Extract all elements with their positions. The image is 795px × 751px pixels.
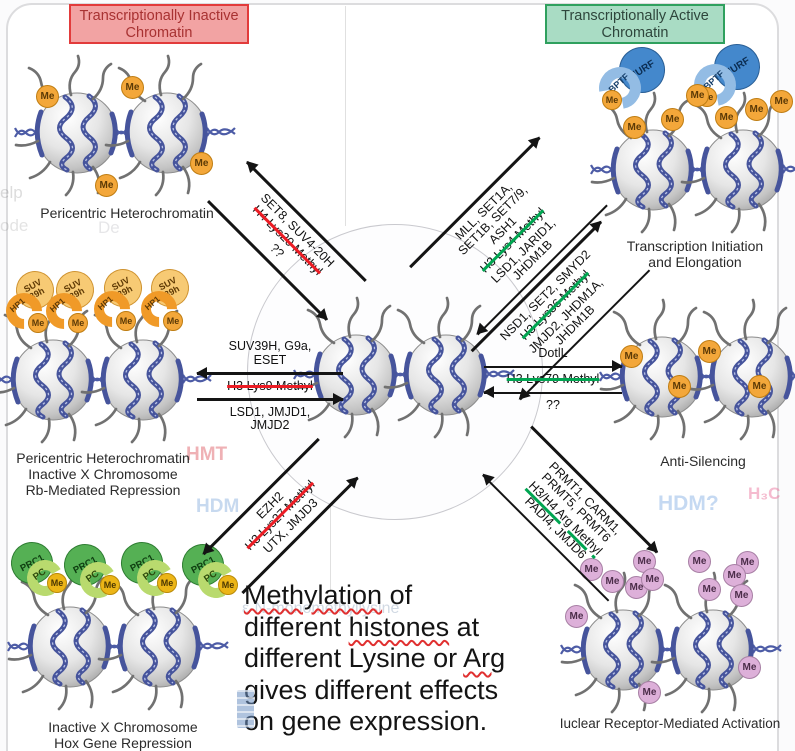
me-badge: Me (638, 681, 661, 704)
methyl-mark: H3 Lys9 Methyl (227, 378, 313, 393)
me-badge: Me (36, 85, 59, 108)
me-badge: Me (620, 345, 643, 368)
me-badge: Me (68, 313, 88, 333)
arrow-to-center (483, 387, 622, 398)
watermark-text: elp (0, 183, 23, 202)
me-badge: Me (100, 575, 120, 595)
eraser-enzymes: LSD1, JMJD1, JMJD2 (229, 404, 311, 433)
me-badge: Me (190, 152, 213, 175)
me-badge: Me (641, 568, 664, 591)
caption-textbox: Methylation of different histones at dif… (244, 580, 564, 738)
caption-word: different (244, 611, 349, 642)
inactive-chromatin-box: Transcriptionally Inactive Chromatin (69, 4, 249, 44)
me-badge: Me (163, 311, 183, 331)
watermark-text: De (98, 218, 120, 237)
pathway-h3-lys9: SUV39H, G9a, ESET H3 Lys9 Methyl LSD1, J… (196, 339, 344, 433)
watermark-hdm: HDM (196, 496, 240, 517)
me-badge: Me (715, 106, 738, 129)
caption-word: histones (348, 611, 450, 642)
caption-line: gives different effects (244, 674, 499, 705)
me-badge: Me (116, 311, 136, 331)
me-badge: Me (121, 76, 144, 99)
watermark-lysine: ε-N-monomethyllysine (242, 600, 400, 617)
nucleosome-pair (15, 48, 235, 218)
suv39h-hp1-complex: SUV 39h HP1 Me (133, 262, 197, 335)
caption-word: different Lysine or (244, 643, 464, 673)
caption-line: different histones at (244, 612, 564, 644)
me-badge: Me (157, 573, 177, 593)
me-badge: Me (668, 375, 691, 398)
caption-word: of (382, 580, 413, 610)
suv39h-hp1-complex: SUV 39h HP1 Me (0, 264, 62, 337)
eraser-enzymes: ?? (546, 398, 560, 413)
caption-word: Methylation (244, 580, 383, 610)
faint-bond-line (330, 462, 331, 590)
blue-selection-artifact (237, 690, 254, 728)
me-badge: Me (661, 108, 684, 131)
me-badge: Me (602, 90, 622, 110)
me-badge: Me (95, 174, 118, 197)
nurf-bptf-complex: NURF BPTF Me (590, 38, 674, 118)
me-badge: Me (745, 98, 768, 121)
pathway-h3-lys79: DotlL H3 Lys79 Methyl ?? (483, 346, 623, 413)
cluster-label-nuclear-receptor: Iuclear Receptor-Mediated Activation (559, 716, 781, 731)
watermark-hdm: HDM? (658, 492, 719, 515)
writer-enzymes: DotlL (538, 346, 568, 360)
cluster-label-inactive-x: Pericentric Heterochromatin Inactive X C… (16, 450, 190, 498)
watermark-text: ode (0, 216, 29, 235)
me-badge: Me (218, 575, 238, 595)
me-badge: Me (698, 340, 721, 363)
me-badge: Me (738, 656, 761, 679)
prc1-pc-complex: PRC1 PC Me (3, 534, 69, 602)
faint-bond-line (345, 6, 346, 226)
writer-enzymes: SUV39H, G9a, ESET (228, 339, 312, 367)
me-badge: Me (565, 605, 588, 628)
suv39h-hp1-complex: SUV 39h HP1 Me (38, 264, 102, 337)
me-badge: Me (47, 573, 67, 593)
active-chromatin-box: Transcriptionally Active Chromatin (545, 4, 725, 44)
prc1-pc-complex: PRC1 PC Me (113, 534, 179, 602)
me-badge: Me (730, 584, 753, 607)
cluster-label-pericentric: Pericentric Heterochromatin (40, 205, 214, 221)
cluster-label-hox: Inactive X Chromosome Hox Gene Repressio… (48, 719, 198, 751)
methyl-mark: H3 Lys79 Methyl (506, 372, 600, 387)
prc1-pc-complex: PRC1 PC Me (56, 536, 122, 604)
caption-line: different Lysine or Arg (244, 643, 564, 675)
me-badge: Me (770, 90, 793, 113)
watermark-hmt: HMT (186, 444, 228, 465)
arrow-to-active (484, 361, 623, 372)
caption-line: on gene expression. (244, 706, 488, 736)
watermark-h3c: H₃C (748, 484, 781, 503)
caption-word: at (449, 611, 480, 642)
me-badge: Me (623, 116, 646, 139)
prc1-pc-complex: PRC1 PC Me (174, 536, 240, 604)
cluster-label-anti-silencing: Anti-Silencing (660, 453, 746, 469)
arrow-to-inactive (196, 367, 343, 378)
me-badge: Me (28, 313, 48, 333)
me-badge: Me (698, 578, 721, 601)
me-badge: Me (686, 84, 709, 107)
arrow-to-center (197, 393, 344, 404)
me-badge: Me (748, 375, 771, 398)
me-badge: Me (688, 550, 711, 573)
caption-line: Methylation of (244, 580, 564, 612)
me-badge: Me (601, 570, 624, 593)
cluster-label-transcription: Transcription Initiation and Elongation (626, 238, 764, 270)
suv39h-hp1-complex: SUV 39h HP1 Me (86, 262, 150, 335)
caption-word: Arg (463, 643, 506, 673)
